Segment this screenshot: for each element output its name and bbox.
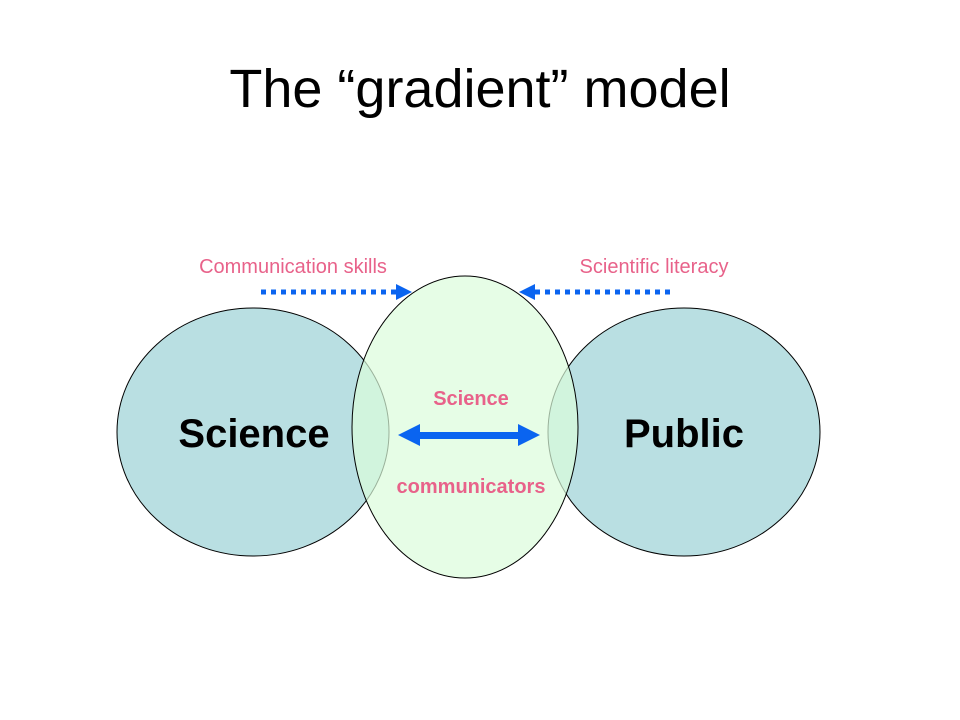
science-communicators-label-top: Science [433,388,509,410]
communication-skills-arrow [261,284,412,300]
communication-skills-label: Communication skills [199,256,387,278]
scientific-literacy-arrow [519,284,670,300]
public-label: Public [624,412,744,456]
slide-title: The “gradient” model [229,59,731,119]
communicators-ellipse [351,275,579,579]
science-label: Science [178,412,329,456]
scientific-literacy-label: Scientific literacy [580,256,729,278]
science-communicators-label-bottom: communicators [397,476,546,498]
double-headed-arrow [398,424,540,446]
